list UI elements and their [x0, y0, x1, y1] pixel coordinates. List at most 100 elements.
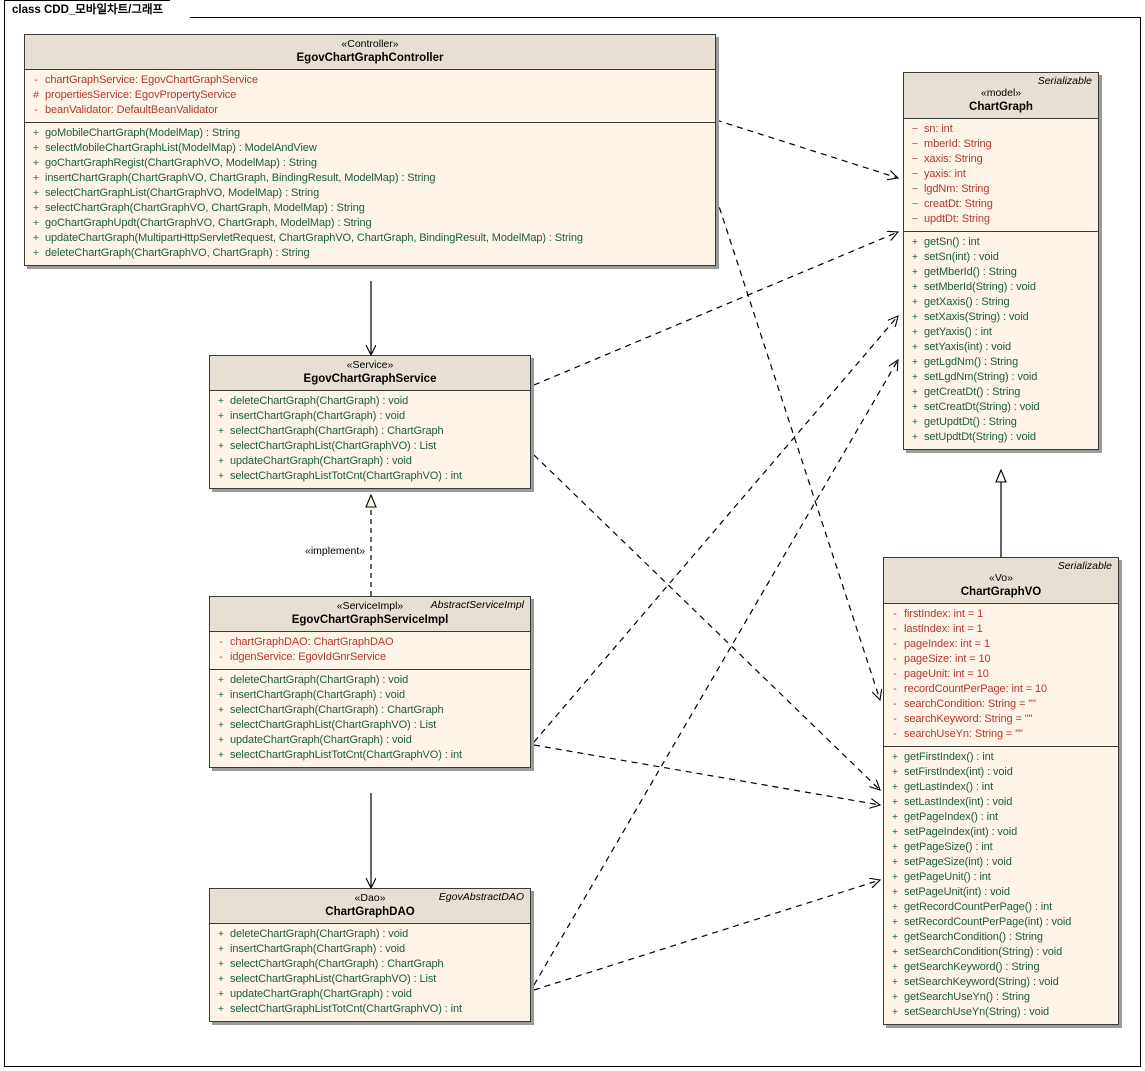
method-row: +getPageIndex() : int: [886, 810, 1116, 825]
class-box-chartgraph[interactable]: Serializable «model» ChartGraph ~sn: int…: [903, 72, 1099, 450]
attribute-row: -idgenService: EgovIdGnrService: [212, 650, 528, 665]
attribute-row: ~updtDt: String: [906, 212, 1096, 227]
method-row: +getRecordCountPerPage() : int: [886, 900, 1116, 915]
method-signature: setYaxis(int) : void: [924, 341, 1012, 353]
visibility-marker: +: [32, 127, 40, 139]
methods-compartment: + deleteChartGraph(ChartGraph) : void + ins…: [210, 669, 530, 767]
method-signature: deleteChartGraph(ChartGraphVO, ChartGrap…: [45, 247, 310, 259]
attribute-row: -pageIndex: int = 1: [886, 637, 1116, 652]
diagram-title: class CDD_모바일차트/그래프: [12, 4, 164, 16]
method-row: + setPageIndex(int) : void: [886, 825, 1116, 840]
method-row: +getSearchKeyword() : String: [886, 960, 1116, 975]
method-row: +getMberId() : String: [906, 265, 1096, 280]
attribute-signature: yaxis: int: [924, 168, 966, 180]
method-signature: deleteChartGraph(ChartGraph) : void: [230, 674, 409, 686]
diagram-title-tab: class CDD_모바일차트/그래프: [4, 0, 191, 21]
method-row: +setCreatDt(String) : void: [906, 400, 1096, 415]
attribute-row: -searchKeyword: String = "": [886, 712, 1116, 727]
attributes-compartment: -firstIndex: int = 1-lastIndex: int = 1-…: [884, 604, 1118, 746]
method-row: +selectChartGraph(ChartGraph) : ChartGra…: [212, 957, 528, 972]
method-row: +selectChartGraphList(ChartGraphVO) : Li…: [212, 972, 528, 987]
method-row: + selectChartGraphList(ChartGraphVO) : Li…: [212, 439, 528, 454]
method-signature: getPageUnit() : int: [904, 871, 991, 883]
visibility-marker: -: [34, 74, 38, 86]
visibility-marker: +: [217, 689, 225, 701]
method-row: + getSearchCondition() : String: [886, 930, 1116, 945]
visibility-marker: -: [893, 728, 897, 740]
link-serviceimpl-to-chartgraph: [533, 316, 898, 743]
method-signature: selectChartGraphList(ChartGraphVO) : Lis…: [230, 440, 437, 452]
visibility-marker: ~: [911, 153, 919, 165]
method-signature: getSearchCondition() : String: [904, 931, 1043, 943]
method-signature: deleteChartGraph(ChartGraph) : void: [230, 928, 409, 940]
method-signature: setPageIndex(int) : void: [904, 826, 1018, 838]
method-signature: selectChartGraphList(ChartGraphVO) : Lis…: [230, 719, 437, 731]
visibility-marker: +: [911, 236, 919, 248]
class-stereotype: «Vo»: [989, 572, 1013, 584]
visibility-marker: +: [911, 251, 919, 263]
attribute-row: -lastIndex: int = 1: [886, 622, 1116, 637]
method-row: + goMobileChartGraph(ModelMap) : String: [27, 126, 713, 141]
method-signature: getFirstIndex() : int: [904, 751, 994, 763]
method-signature: insertChartGraph(ChartGraph) : void: [230, 689, 406, 701]
class-box-service-impl[interactable]: AbstractServiceImpl «ServiceImpl» EgovCh…: [209, 596, 531, 768]
class-name: EgovChartGraphService: [303, 373, 437, 385]
visibility-marker: +: [891, 976, 899, 988]
method-signature: goMobileChartGraph(ModelMap) : String: [45, 127, 240, 139]
class-box-controller[interactable]: «Controller» EgovChartGraphController -c…: [24, 34, 716, 266]
method-signature: insertChartGraph(ChartGraph) : void: [230, 410, 406, 422]
method-signature: selectChartGraphList(ChartGraphVO) : Lis…: [230, 973, 437, 985]
attributes-compartment: -chartGraphDAO: ChartGraphDAO-idgenServi…: [210, 632, 530, 669]
visibility-marker: +: [32, 172, 40, 184]
attribute-signature: pageIndex: int = 1: [904, 638, 990, 650]
visibility-marker: +: [217, 440, 225, 452]
method-signature: selectChartGraph(ChartGraph) : ChartGrap…: [230, 425, 444, 437]
visibility-marker: +: [217, 425, 225, 437]
visibility-marker: +: [891, 766, 899, 778]
method-signature: selectChartGraph(ChartGraphVO, ChartGrap…: [45, 202, 365, 214]
visibility-marker: +: [891, 961, 899, 973]
class-parent-name: Serializable: [1057, 560, 1112, 572]
attribute-signature: searchUseYn: String = "": [904, 728, 1023, 740]
attribute-signature: idgenService: EgovIdGnrService: [230, 651, 386, 663]
visibility-marker: +: [217, 734, 225, 746]
visibility-marker: ~: [911, 168, 919, 180]
visibility-marker: +: [891, 931, 899, 943]
attribute-signature: searchKeyword: String = "": [904, 713, 1033, 725]
method-signature: getLgdNm() : String: [924, 356, 1019, 368]
method-signature: setUpdtDt(String) : void: [924, 431, 1036, 443]
method-row: +getSearchUseYn() : String: [886, 990, 1116, 1005]
class-box-chartgraphvo[interactable]: Serializable «Vo» ChartGraphVO -firstInd…: [883, 557, 1119, 1025]
visibility-marker: +: [891, 1006, 899, 1018]
visibility-marker: +: [891, 826, 899, 838]
visibility-marker: -: [893, 698, 897, 710]
visibility-marker: -: [893, 653, 897, 665]
method-row: +setLgdNm(String) : void: [906, 370, 1096, 385]
method-signature: setSearchUseYn(String) : void: [904, 1006, 1050, 1018]
attribute-row: -searchCondition: String = "": [886, 697, 1116, 712]
visibility-marker: -: [893, 608, 897, 620]
method-row: + selectChartGraph(ChartGraph) : ChartGra…: [212, 424, 528, 439]
method-row: + getPageSize() : int: [886, 840, 1116, 855]
methods-compartment: +getSn() : int+setSn(int) : void+getMber…: [904, 231, 1098, 449]
attributes-compartment: -chartGraphService: EgovChartGraphServic…: [25, 70, 715, 122]
method-signature: updateChartGraph(ChartGraph) : void: [230, 455, 412, 467]
method-row: +setYaxis(int) : void: [906, 340, 1096, 355]
method-row: +insertChartGraph(ChartGraphVO, ChartGra…: [27, 171, 713, 186]
attribute-signature: pageUnit: int = 10: [904, 668, 989, 680]
class-box-dao[interactable]: EgovAbstractDAO «Dao» ChartGraphDAO +del…: [209, 888, 531, 1022]
method-signature: getPageSize() : int: [904, 841, 993, 853]
attribute-row: ~mberId: String: [906, 137, 1096, 152]
visibility-marker: +: [217, 1003, 225, 1015]
method-signature: getXaxis() : String: [924, 296, 1010, 308]
visibility-marker: +: [891, 856, 899, 868]
attribute-signature: creatDt: String: [924, 198, 993, 210]
methods-compartment: +deleteChartGraph(ChartGraph) : void+ins…: [210, 924, 530, 1021]
method-row: +setSn(int) : void: [906, 250, 1096, 265]
visibility-marker: +: [891, 841, 899, 853]
class-box-service[interactable]: «Service» EgovChartGraphService +deleteC…: [209, 355, 531, 489]
class-name: ChartGraphVO: [960, 586, 1042, 598]
class-stereotype: «model»: [980, 87, 1022, 99]
method-row: +getFirstIndex() : int: [886, 750, 1116, 765]
class-header: «Controller» EgovChartGraphController: [25, 35, 715, 70]
